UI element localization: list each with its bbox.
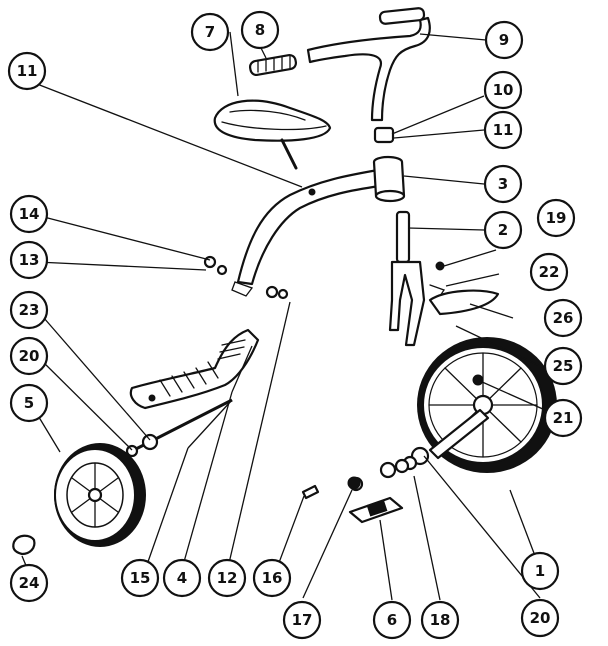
- callout-20-front: 20: [520, 598, 560, 638]
- svg-text:3: 3: [498, 175, 508, 193]
- head-tube-parts: [372, 126, 406, 203]
- hub-cap-part: [12, 534, 36, 556]
- svg-text:8: 8: [255, 21, 265, 39]
- callout-5: 5: [9, 383, 49, 423]
- frame-part: [231, 168, 382, 297]
- handlebar-part: [306, 7, 431, 122]
- callout-1: 1: [520, 551, 560, 591]
- callout-14: 14: [9, 194, 49, 234]
- svg-text:20: 20: [19, 347, 40, 365]
- callout-17: 17: [282, 600, 322, 640]
- callout-15: 15: [120, 558, 160, 598]
- svg-text:11: 11: [493, 121, 514, 139]
- svg-text:21: 21: [553, 409, 574, 427]
- callout-24: 24: [9, 563, 49, 603]
- svg-text:10: 10: [493, 81, 514, 99]
- svg-text:24: 24: [19, 574, 40, 592]
- washers: [347, 458, 410, 490]
- callout-19: 19: [536, 198, 576, 238]
- svg-text:5: 5: [24, 394, 34, 412]
- callout-18: 18: [420, 600, 460, 640]
- callout-10: 10: [483, 70, 523, 110]
- callout-11-headset: 11: [483, 110, 523, 150]
- svg-text:12: 12: [217, 569, 238, 587]
- callout-9: 9: [484, 20, 524, 60]
- callout-22: 22: [529, 252, 569, 292]
- rear-axle-part: [125, 398, 233, 458]
- fork-part: [388, 210, 446, 347]
- callout-20-rear: 20: [9, 336, 49, 376]
- handlebar-grip-part: [248, 53, 298, 77]
- svg-text:16: 16: [262, 569, 283, 587]
- callout-25: 25: [543, 346, 583, 386]
- crank-arm-part: [402, 408, 490, 471]
- callout-12: 12: [207, 558, 247, 598]
- svg-text:15: 15: [130, 569, 151, 587]
- svg-text:17: 17: [292, 611, 313, 629]
- rear-wheel-part: [54, 443, 146, 547]
- callout-23: 23: [9, 290, 49, 330]
- callout-4: 4: [162, 558, 202, 598]
- pedal-part: [348, 461, 404, 524]
- svg-text:26: 26: [553, 309, 574, 327]
- svg-text:7: 7: [205, 23, 215, 41]
- seat-part: [213, 99, 332, 170]
- callout-16: 16: [252, 558, 292, 598]
- svg-text:20: 20: [530, 609, 551, 627]
- svg-text:4: 4: [177, 569, 187, 587]
- fender-part: [428, 289, 500, 316]
- callout-8: 8: [240, 10, 280, 50]
- svg-text:6: 6: [387, 611, 397, 629]
- svg-text:2: 2: [498, 221, 508, 239]
- callout-2: 2: [483, 210, 523, 250]
- step-plate-part: [129, 328, 260, 410]
- svg-text:11: 11: [17, 62, 38, 80]
- bolt-part: [301, 484, 320, 500]
- callout-26: 26: [543, 298, 583, 338]
- svg-text:9: 9: [499, 31, 509, 49]
- callout-7: 7: [190, 12, 230, 52]
- svg-text:23: 23: [19, 301, 40, 319]
- callout-13: 13: [9, 240, 49, 280]
- svg-text:25: 25: [553, 357, 574, 375]
- callout-21: 21: [543, 398, 583, 438]
- svg-text:13: 13: [19, 251, 40, 269]
- callout-6: 6: [372, 600, 412, 640]
- svg-text:19: 19: [546, 209, 567, 227]
- svg-text:14: 14: [19, 205, 40, 223]
- svg-text:22: 22: [539, 263, 560, 281]
- svg-text:18: 18: [430, 611, 451, 629]
- callout-11-frame: 11: [7, 51, 47, 91]
- svg-text:1: 1: [535, 562, 545, 580]
- callout-3: 3: [483, 164, 523, 204]
